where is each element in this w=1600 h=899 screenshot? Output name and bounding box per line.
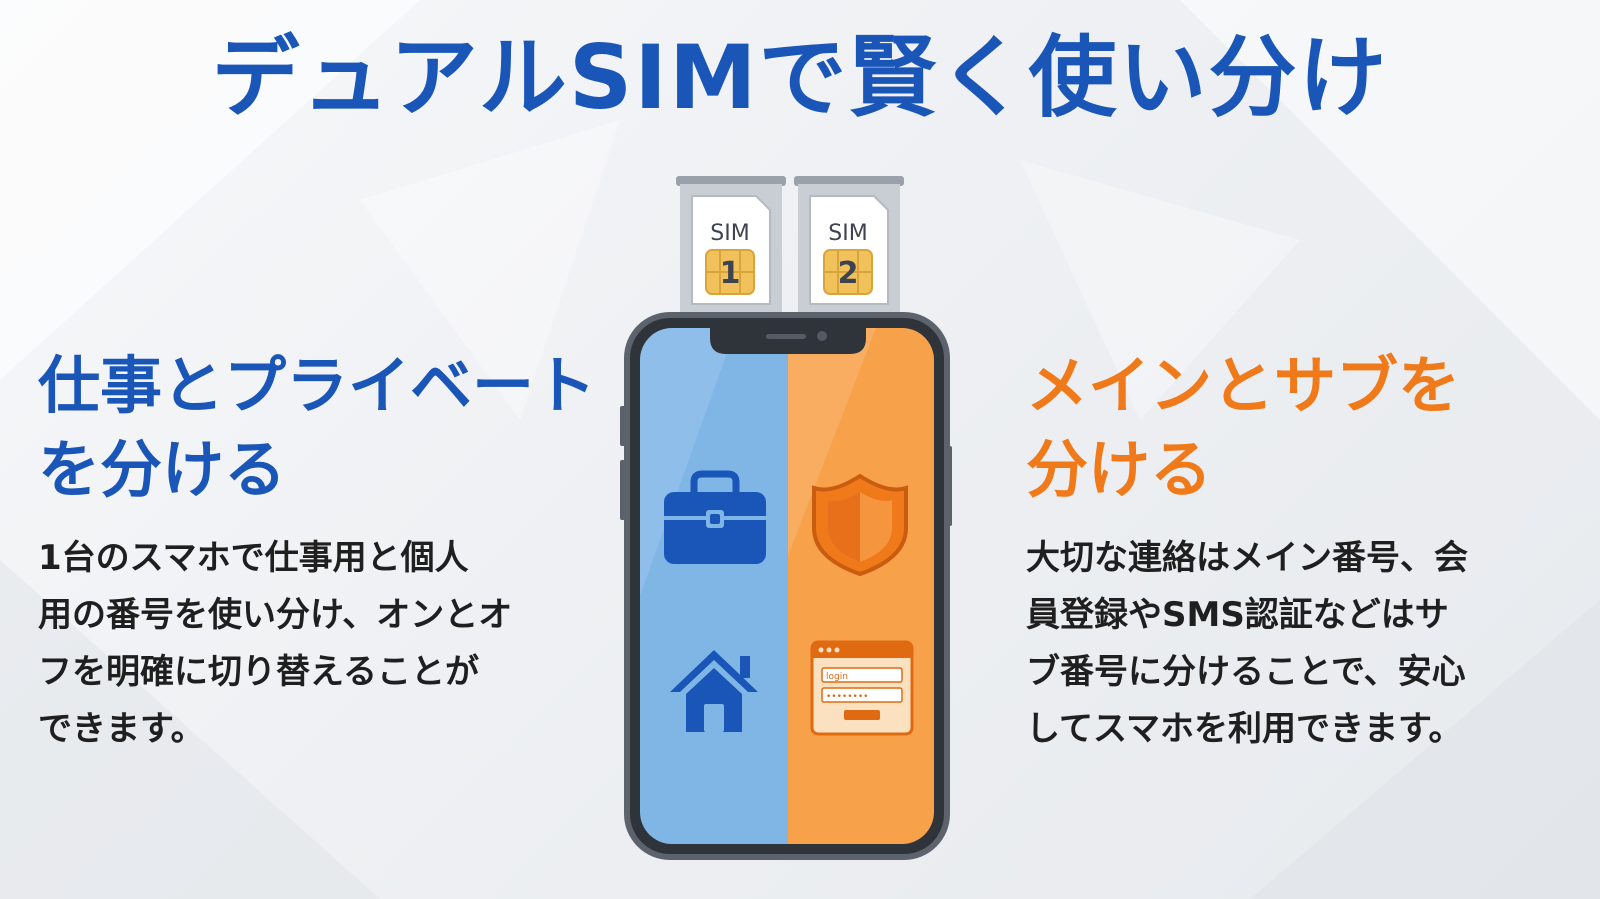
blue-screen-half [640, 328, 788, 844]
work-private-heading-line1: 仕事とプライベート [38, 349, 597, 422]
main-sub-heading-line2: 分ける [1026, 433, 1213, 506]
work-private-line: フを明確に切り替えることが [38, 652, 479, 692]
dual-sim-phone-illustration: SIM 1 SIM 2 [616, 176, 976, 876]
login-submit-button [844, 710, 880, 720]
main-sub-description: 大切な連絡はメイン番号、会 員登録やSMS認証などはサ ブ番号に分けることで、安… [1026, 530, 1556, 758]
login-password-field [821, 687, 903, 703]
sim1-number: 1 [720, 256, 741, 291]
main-sub-heading: メインとサブを 分ける [1026, 344, 1546, 512]
orange-screen-half [788, 328, 934, 844]
work-private-heading: 仕事とプライベート を分ける [38, 344, 598, 512]
work-private-line: 1台のスマホで仕事用と個人 [38, 538, 469, 578]
sim2-number: 2 [838, 256, 859, 291]
main-sub-heading-line1: メインとサブを [1026, 349, 1461, 422]
main-sub-line: ブ番号に分けることで、安心 [1026, 652, 1466, 692]
work-private-description: 1台のスマホで仕事用と個人 用の番号を使い分け、オンとオ フを明確に切り替えるこ… [38, 530, 558, 758]
shield-icon [812, 473, 908, 577]
login-field-text: login [826, 672, 848, 682]
sim-tray-2: SIM 2 [794, 176, 904, 314]
work-private-line: できます。 [38, 709, 205, 749]
main-sub-line: してスマホを利用できます。 [1026, 709, 1463, 749]
smartphone [620, 312, 952, 860]
page-title: デュアルSIMで賢く使い分け [211, 26, 1389, 129]
main-sub-line: 員登録やSMS認証などはサ [1026, 595, 1449, 635]
login-form-icon: login •••••••• [810, 640, 914, 736]
login-username-field [821, 667, 903, 683]
password-field-text: •••••••• [826, 692, 868, 702]
sim-tray-1: SIM 1 [676, 176, 786, 314]
house-icon [670, 650, 758, 732]
work-private-heading-line2: を分ける [38, 433, 287, 506]
sim2-label: SIM [828, 221, 867, 246]
main-sub-line: 大切な連絡はメイン番号、会 [1026, 538, 1468, 578]
briefcase-icon [664, 470, 766, 564]
sim1-label: SIM [710, 221, 749, 246]
work-private-line: 用の番号を使い分け、オンとオ [38, 595, 513, 635]
